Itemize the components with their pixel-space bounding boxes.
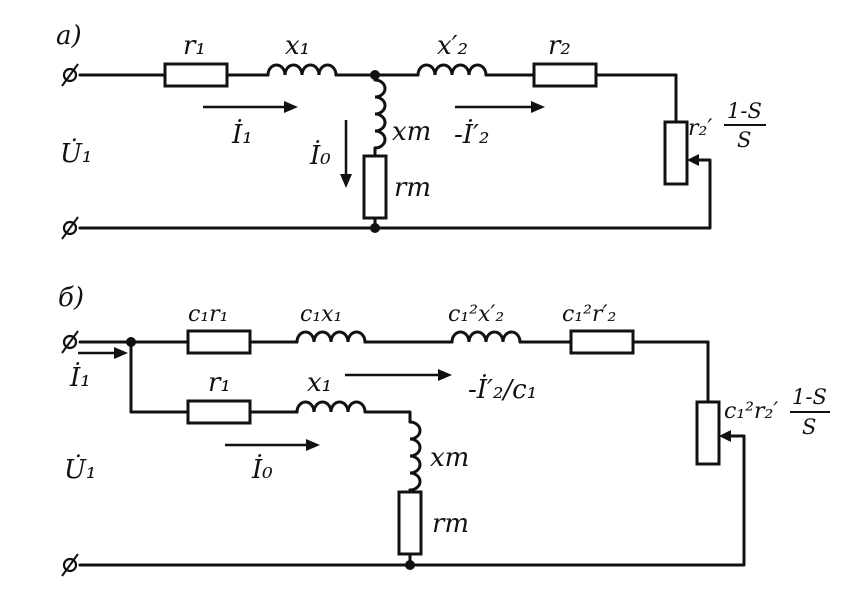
label-b-load-coeff: c₁²r₂′ (724, 399, 778, 424)
node-a-top (370, 70, 380, 80)
arrow-a-i1-head (284, 101, 298, 113)
label-a-r1: r₁ (183, 31, 206, 61)
terminal-b-bottom (61, 553, 79, 577)
resistor-b-rm (397, 490, 423, 556)
label-b-c1r1: c₁r₁ (188, 302, 228, 327)
label-a-rm: rm (394, 173, 431, 203)
resistor-a-load (663, 120, 689, 186)
resistor-b-load (695, 400, 721, 466)
circuit-a: a) U̇₁ r₁ x₁ x′ (56, 21, 766, 240)
resistor-a-r1 (163, 62, 229, 88)
label-b-i0: İ₀ (251, 454, 273, 485)
label-b-xm: xm (430, 443, 469, 473)
circuit-a-tag: a) (56, 21, 82, 51)
arrow-b-i0-head (306, 439, 320, 451)
inductor-b-xm (408, 420, 422, 492)
inductor-a-x1 (266, 63, 338, 77)
label-b-voltage: U̇₁ (64, 454, 96, 485)
resistor-a-r2 (532, 62, 598, 88)
label-a-xm: xm (392, 117, 431, 147)
inductor-a-x2p (416, 63, 488, 77)
label-a-load-den: S (737, 128, 751, 152)
label-b-c1sq-r2p: c₁²r′₂ (562, 302, 616, 327)
slider-b-arrow (719, 430, 731, 442)
label-a-i2p: -İ′₂ (454, 119, 489, 150)
resistor-a-rm (362, 154, 388, 220)
slider-a-arrow (687, 154, 699, 166)
label-a-i0: İ₀ (309, 140, 331, 171)
wire-b-branch-drop (129, 340, 190, 414)
resistor-b-c1sq-r2p (569, 329, 635, 355)
arrow-a-i0-head (340, 174, 352, 188)
resistor-b-c1r1 (186, 329, 252, 355)
inductor-b-c1x1 (295, 330, 367, 344)
label-b-r1: r₁ (208, 368, 231, 398)
inductor-a-xm (373, 78, 387, 150)
label-b-load-den: S (802, 415, 816, 439)
wire-a-slider (694, 158, 712, 230)
label-a-x2p: x′₂ (437, 31, 468, 61)
arrow-a-i2p-head (531, 101, 545, 113)
label-a-x1: x₁ (285, 31, 310, 61)
terminal-a-bottom (61, 216, 79, 240)
label-a-i1: İ₁ (231, 119, 253, 150)
label-b-load-num: 1-S (792, 385, 827, 409)
label-b-rm: rm (432, 509, 469, 539)
label-b-x1: x₁ (307, 368, 332, 398)
label-b-c1sq-x2p: c₁²x′₂ (448, 302, 504, 327)
label-a-load-coeff: r₂′ (688, 116, 712, 141)
circuit-b: б) (58, 283, 830, 577)
label-b-c1x1: c₁x₁ (300, 302, 342, 327)
inductor-b-x1 (295, 400, 367, 414)
inductor-b-c1sq-x2p (450, 330, 522, 344)
circuit-b-tag: б) (58, 283, 84, 313)
terminal-a-top (61, 63, 79, 87)
label-a-load-num: 1-S (727, 99, 762, 123)
resistor-b-r1 (186, 399, 252, 425)
label-a-r2: r₂ (548, 31, 571, 61)
terminal-b-top (61, 330, 79, 354)
wire-b-branch-3 (363, 410, 412, 424)
wire-b-slider (726, 434, 746, 567)
label-b-i2p-c1: -İ′₂/c₁ (468, 374, 537, 405)
label-b-i1: İ₁ (69, 362, 91, 393)
arrow-b-i2p-head (438, 369, 452, 381)
arrow-b-i1-head (114, 347, 128, 359)
label-a-voltage: U̇₁ (60, 138, 92, 169)
